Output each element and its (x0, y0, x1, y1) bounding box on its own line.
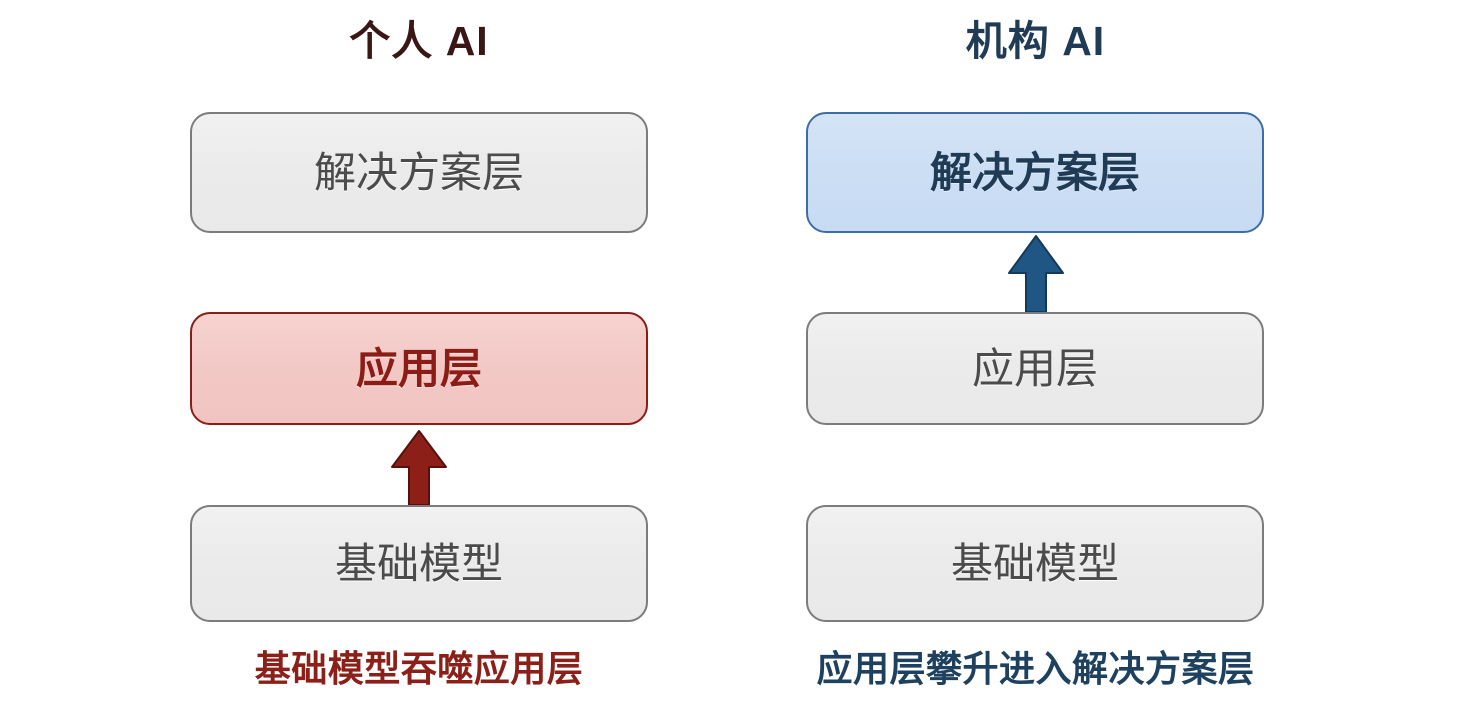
caption-personal-ai: 基础模型吞噬应用层 (254, 648, 584, 689)
column-title-enterprise-ai: 机构 AI (965, 18, 1106, 64)
layer-box-enterprise-foundation[interactable]: 基础模型 (806, 505, 1264, 622)
caption-enterprise-ai: 应用层攀升进入解决方案层 (816, 648, 1255, 689)
layer-label-personal-foundation: 基础模型 (334, 539, 503, 587)
column-enterprise-ai: 机构 AI 解决方案层 应用层 基础模型 应用层攀升进入解决方案层 (806, 0, 1265, 720)
layer-box-enterprise-solution[interactable]: 解决方案层 (806, 112, 1264, 233)
arrow-up-icon-personal (389, 429, 449, 507)
column-title-personal-ai: 个人 AI (349, 18, 489, 64)
layer-label-personal-application: 应用层 (355, 344, 482, 392)
layer-box-enterprise-application[interactable]: 应用层 (806, 312, 1264, 425)
arrow-up-icon-enterprise (1006, 234, 1066, 314)
layer-label-personal-solution: 解决方案层 (313, 148, 524, 196)
layer-label-enterprise-foundation: 基础模型 (950, 539, 1119, 587)
layer-label-enterprise-application: 应用层 (971, 344, 1098, 392)
layer-box-personal-application[interactable]: 应用层 (190, 312, 648, 425)
column-personal-ai: 个人 AI 解决方案层 应用层 基础模型 基础模型吞噬应用层 (190, 0, 648, 720)
layer-box-personal-foundation[interactable]: 基础模型 (190, 505, 648, 622)
layer-label-enterprise-solution: 解决方案层 (929, 148, 1140, 196)
layer-box-personal-solution[interactable]: 解决方案层 (190, 112, 648, 233)
